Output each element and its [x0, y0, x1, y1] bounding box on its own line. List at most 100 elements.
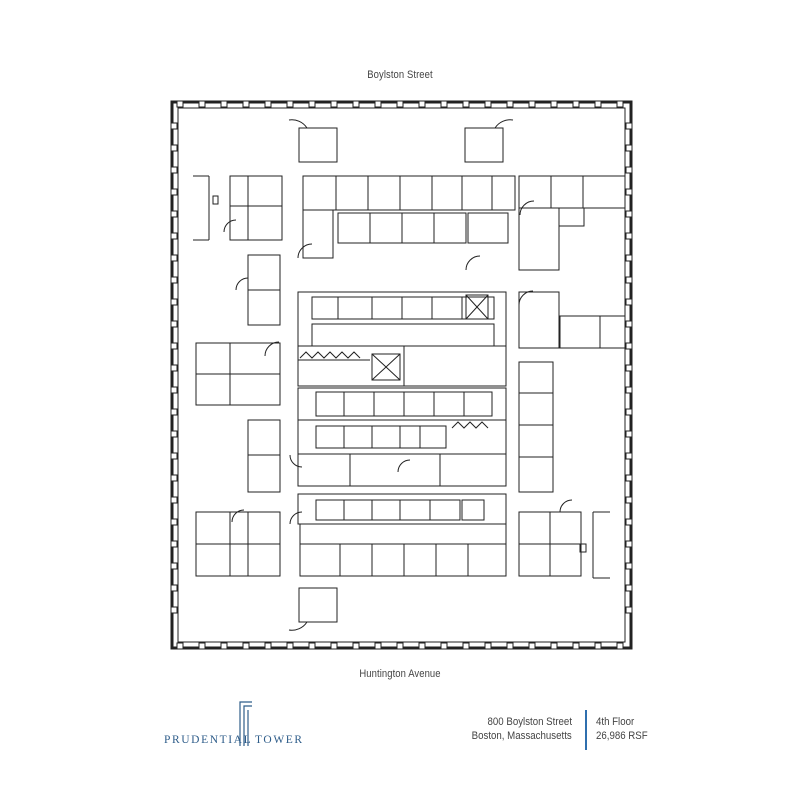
- column-marker: [170, 518, 178, 526]
- offices-northeast: [518, 175, 626, 271]
- column-marker: [396, 100, 404, 108]
- column-marker: [594, 100, 602, 108]
- column-marker: [625, 584, 633, 592]
- column-marker: [170, 386, 178, 394]
- column-marker: [440, 100, 448, 108]
- offices-west-middle: [247, 419, 303, 493]
- column-marker: [625, 276, 633, 284]
- column-marker: [374, 642, 382, 650]
- column-marker: [625, 166, 633, 174]
- street-label-north: Boylston Street: [367, 69, 433, 81]
- column-marker: [528, 642, 536, 650]
- column-marker: [286, 100, 294, 108]
- column-marker: [170, 452, 178, 460]
- column-marker: [170, 342, 178, 350]
- column-marker: [528, 100, 536, 108]
- column-marker: [625, 452, 633, 460]
- column-marker: [625, 540, 633, 548]
- column-marker: [625, 254, 633, 262]
- conference-rooms-west: [195, 341, 281, 406]
- column-marker: [220, 642, 228, 650]
- column-marker: [484, 642, 492, 650]
- column-marker: [625, 496, 633, 504]
- column-marker: [170, 276, 178, 284]
- column-marker: [170, 584, 178, 592]
- column-marker: [176, 100, 184, 108]
- column-marker: [625, 430, 633, 438]
- column-marker: [176, 642, 184, 650]
- column-marker: [308, 100, 316, 108]
- column-marker: [625, 408, 633, 416]
- column-marker: [170, 540, 178, 548]
- column-marker: [625, 232, 633, 240]
- column-marker: [170, 144, 178, 152]
- column-marker: [170, 364, 178, 372]
- offices-southeast: [518, 499, 610, 579]
- column-marker: [170, 122, 178, 130]
- column-marker: [198, 642, 206, 650]
- column-marker: [440, 642, 448, 650]
- info-divider: [585, 710, 587, 750]
- column-marker: [374, 100, 382, 108]
- brand-name-second-word: TOWER: [255, 734, 304, 746]
- exterior-wall: [170, 100, 633, 650]
- column-marker: [616, 642, 624, 650]
- offices-east-upper: [518, 290, 626, 349]
- column-marker: [170, 408, 178, 416]
- column-marker: [330, 642, 338, 650]
- core-offices-south: [289, 511, 507, 577]
- core-offices-north: [297, 175, 516, 271]
- column-marker: [198, 100, 206, 108]
- column-marker: [625, 518, 633, 526]
- column-marker: [170, 210, 178, 218]
- floor-label: 4th Floor: [596, 716, 635, 728]
- column-marker: [308, 642, 316, 650]
- column-marker: [625, 298, 633, 306]
- column-marker: [242, 100, 250, 108]
- column-marker: [170, 562, 178, 570]
- column-marker: [170, 166, 178, 174]
- column-marker: [170, 298, 178, 306]
- address-line-1: 800 Boylston Street: [487, 716, 572, 728]
- column-marker: [572, 642, 580, 650]
- building-core: [297, 291, 507, 525]
- column-marker: [396, 642, 404, 650]
- column-marker: [418, 100, 426, 108]
- column-marker: [572, 100, 580, 108]
- column-marker: [242, 642, 250, 650]
- column-marker: [170, 254, 178, 262]
- column-marker: [625, 210, 633, 218]
- column-marker: [594, 642, 602, 650]
- column-marker: [550, 642, 558, 650]
- column-marker: [625, 122, 633, 130]
- column-marker: [286, 642, 294, 650]
- offices-northwest: [193, 175, 283, 326]
- column-marker: [616, 100, 624, 108]
- column-marker: [330, 100, 338, 108]
- column-marker: [506, 100, 514, 108]
- south-offices: [288, 587, 338, 631]
- column-marker: [264, 100, 272, 108]
- column-marker: [625, 342, 633, 350]
- north-offices: [288, 119, 514, 163]
- column-marker: [550, 100, 558, 108]
- tower-logo-icon: [239, 701, 252, 746]
- column-marker: [484, 100, 492, 108]
- column-marker: [625, 474, 633, 482]
- column-marker: [462, 100, 470, 108]
- column-marker: [170, 474, 178, 482]
- column-marker: [220, 100, 228, 108]
- column-marker: [352, 642, 360, 650]
- column-marker: [170, 430, 178, 438]
- column-marker: [170, 188, 178, 196]
- column-marker: [170, 606, 178, 614]
- column-marker: [418, 642, 426, 650]
- column-marker: [625, 144, 633, 152]
- column-marker: [625, 386, 633, 394]
- offices-southwest: [195, 509, 281, 577]
- column-marker: [170, 232, 178, 240]
- column-marker: [170, 496, 178, 504]
- offices-east-middle: [518, 361, 554, 493]
- column-marker: [625, 364, 633, 372]
